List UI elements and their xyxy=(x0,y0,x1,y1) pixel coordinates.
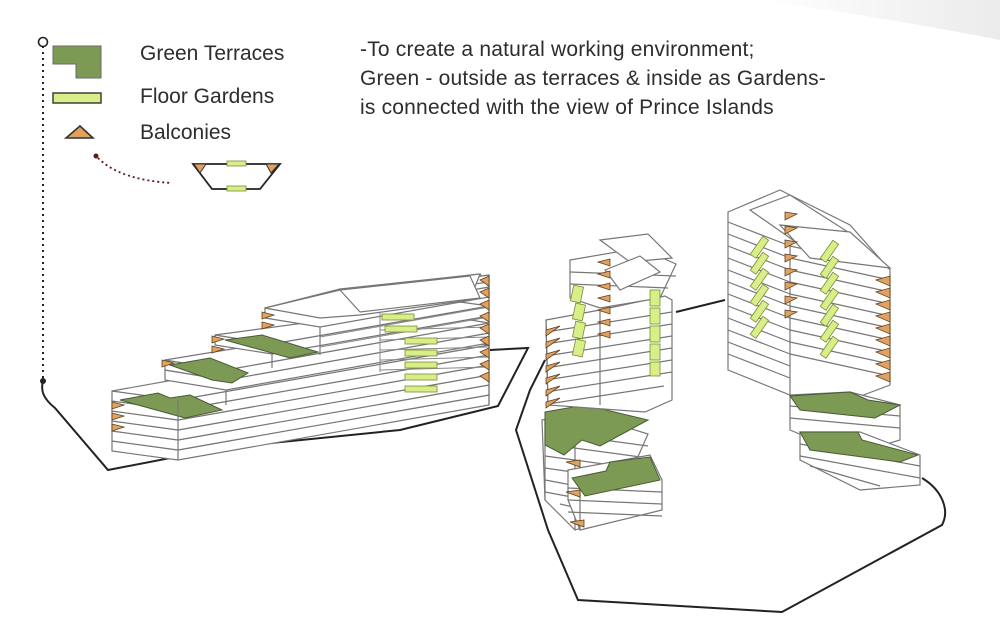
description-line-3: is connected with the view of Prince Isl… xyxy=(360,96,774,119)
legend-label-balconies: Balconies xyxy=(140,121,232,144)
green-terrace-swatch-icon xyxy=(52,45,102,79)
site-outline-left xyxy=(41,346,530,472)
right-terrace-upper xyxy=(789,391,902,419)
site-outline-right xyxy=(514,359,947,614)
left-terrace-3 xyxy=(224,334,320,359)
legend-label-green-terraces: Green Terraces xyxy=(140,42,285,65)
balcony-triangle-icon xyxy=(63,124,96,139)
corner-shadow xyxy=(760,0,1000,40)
building-right xyxy=(727,189,921,491)
left-roof-cap xyxy=(338,275,481,313)
floor-plan-key xyxy=(191,160,282,192)
leader-top-circle xyxy=(37,36,49,48)
mid-terrace-upper xyxy=(571,456,661,497)
building-left xyxy=(111,273,491,461)
right-terrace-lower xyxy=(799,431,920,463)
description-line-2: Green - outside as terraces & inside as … xyxy=(360,67,826,90)
building-middle xyxy=(541,233,677,531)
description-line-1: -To create a natural working environment… xyxy=(360,38,755,61)
bridge-connector xyxy=(675,299,726,313)
key-dotted-leader xyxy=(97,157,173,184)
key-dot xyxy=(93,153,99,159)
left-terrace-2 xyxy=(168,357,250,384)
left-terrace-1 xyxy=(119,392,224,419)
floor-garden-swatch-icon xyxy=(52,92,102,104)
legend-label-floor-gardens: Floor Gardens xyxy=(140,85,275,108)
